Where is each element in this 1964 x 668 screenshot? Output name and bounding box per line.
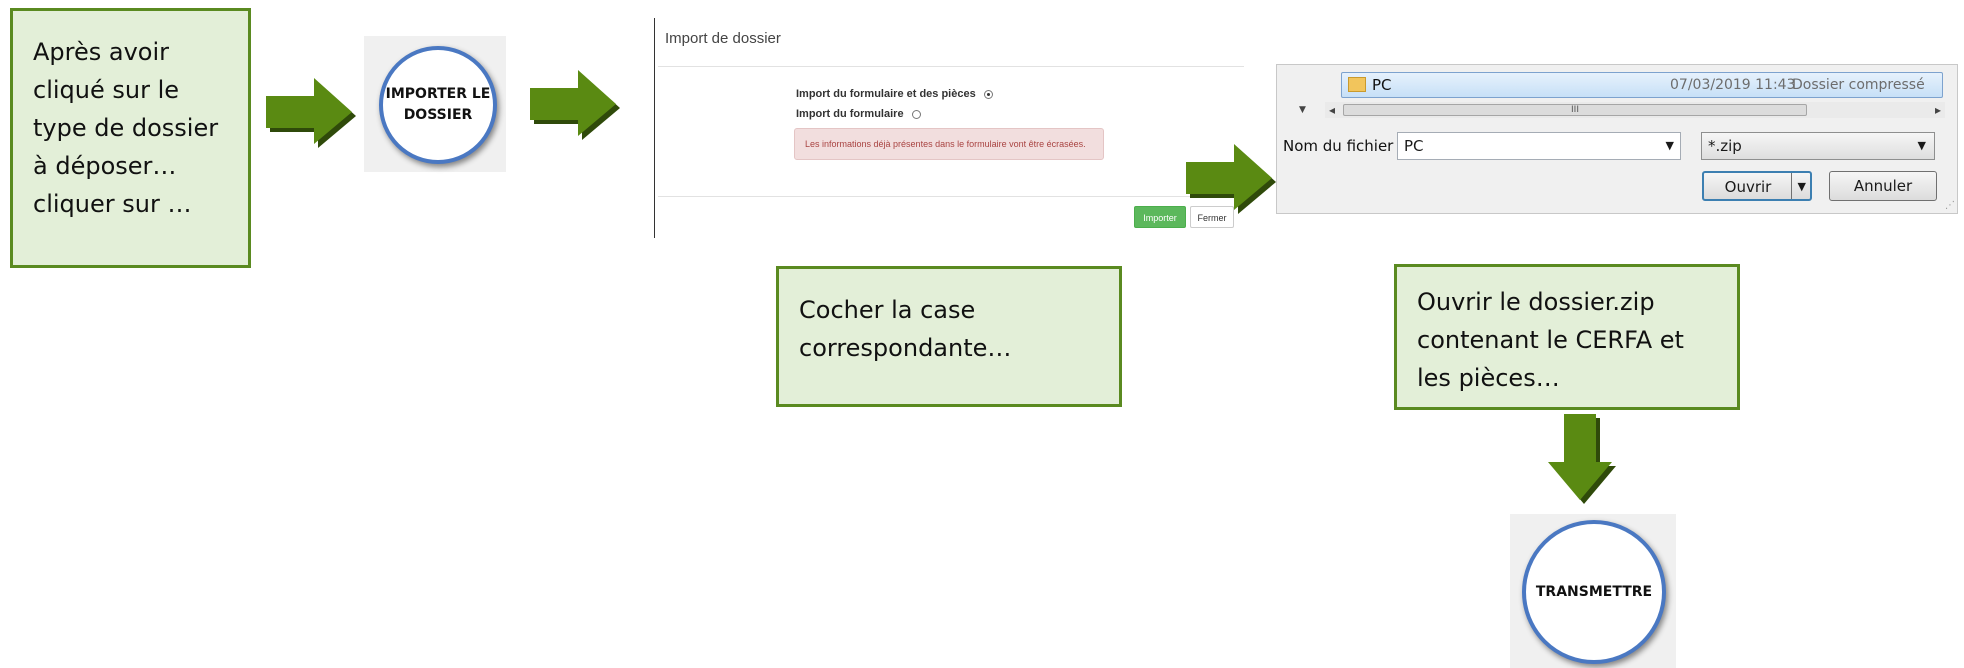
filename-input-value: PC — [1404, 137, 1424, 155]
import-folder-button[interactable]: IMPORTER LE DOSSIER — [379, 46, 497, 164]
note-line: contenant le CERFA et — [1417, 326, 1684, 354]
import-folder-label-line: IMPORTER LE — [385, 86, 491, 102]
split-divider — [1791, 173, 1792, 199]
instruction-note-click-import: Après avoir cliqué sur le type de dossie… — [10, 8, 251, 268]
radio-selected-icon[interactable] — [983, 89, 993, 99]
scroll-right-icon[interactable]: ▸ — [1934, 103, 1941, 117]
radio-option-form-only[interactable]: Import du formulaire — [796, 108, 921, 120]
file-open-dialog: PC 07/03/2019 11:43 Dossier compressé ◂ … — [1276, 64, 1958, 214]
note-line: Après avoir — [33, 38, 170, 66]
note-line: les pièces… — [1417, 364, 1560, 392]
radio-option-label: Import du formulaire — [796, 108, 904, 120]
file-type: Dossier compressé — [1792, 77, 1925, 93]
note-line: Cocher la case — [799, 296, 976, 324]
note-line: cliquer sur … — [33, 190, 192, 218]
chevron-down-icon[interactable]: ▼ — [1917, 139, 1926, 152]
close-button[interactable]: Fermer — [1190, 206, 1234, 228]
transmit-button-tile: TRANSMETTRE — [1510, 514, 1676, 668]
dialog-title: Import de dossier — [665, 30, 781, 47]
note-line: correspondante… — [799, 334, 1012, 362]
chevron-down-icon[interactable]: ▼ — [1797, 180, 1806, 193]
filename-label: Nom du fichier : — [1283, 137, 1404, 155]
filename-input[interactable]: PC ▼ — [1397, 132, 1681, 160]
radio-unselected-icon[interactable] — [911, 109, 921, 119]
dialog-left-border — [654, 18, 655, 238]
zip-folder-icon — [1348, 77, 1366, 92]
note-line: Ouvrir le dossier.zip — [1417, 288, 1655, 316]
file-name: PC — [1372, 76, 1392, 94]
import-folder-label-line: DOSSIER — [403, 107, 473, 123]
file-type-filter-value: *.zip — [1708, 137, 1742, 155]
chevron-down-icon[interactable]: ▼ — [1665, 139, 1674, 152]
note-line: cliqué sur le — [33, 76, 180, 104]
instruction-note-open-zip: Ouvrir le dossier.zip contenant le CERFA… — [1394, 264, 1740, 410]
radio-option-label: Import du formulaire et des pièces — [796, 88, 976, 100]
open-button-label: Ouvrir — [1724, 178, 1772, 196]
import-dossier-dialog: Import de dossier Import du formulaire e… — [654, 18, 1244, 238]
scroll-left-icon[interactable]: ◂ — [1329, 103, 1336, 117]
resize-grip-icon[interactable]: ⋰ — [1945, 200, 1955, 211]
open-button[interactable]: Ouvrir ▼ — [1702, 171, 1812, 201]
file-row-selected[interactable]: PC 07/03/2019 11:43 Dossier compressé — [1341, 72, 1943, 98]
file-date: 07/03/2019 11:43 — [1670, 77, 1796, 93]
overwrite-warning-alert: Les informations déjà présentes dans le … — [794, 128, 1104, 160]
note-line: type de dossier — [33, 114, 219, 142]
flow-arrow-right-icon — [1186, 144, 1276, 214]
transmit-button[interactable]: TRANSMETTRE — [1522, 520, 1666, 664]
instruction-note-check-box: Cocher la case correspondante… — [776, 266, 1122, 407]
import-button[interactable]: Importer — [1134, 206, 1186, 228]
horizontal-scrollbar[interactable]: ◂ III ▸ — [1325, 102, 1945, 118]
scrollbar-thumb[interactable]: III — [1343, 104, 1807, 116]
note-line: à déposer… — [33, 152, 177, 180]
flow-arrow-down-icon — [1548, 414, 1616, 504]
file-type-filter-select[interactable]: *.zip ▼ — [1701, 132, 1935, 160]
flow-arrow-right-icon — [530, 70, 620, 140]
transmit-label: TRANSMETTRE — [1535, 583, 1653, 600]
flow-arrow-right-icon — [266, 78, 356, 148]
collapse-arrow-icon[interactable]: ▼ — [1299, 105, 1306, 115]
radio-option-form-and-pieces[interactable]: Import du formulaire et des pièces — [796, 88, 993, 100]
divider — [658, 196, 1244, 197]
divider — [658, 66, 1244, 67]
cancel-button[interactable]: Annuler — [1829, 171, 1937, 201]
import-folder-button-tile: IMPORTER LE DOSSIER — [364, 36, 506, 172]
